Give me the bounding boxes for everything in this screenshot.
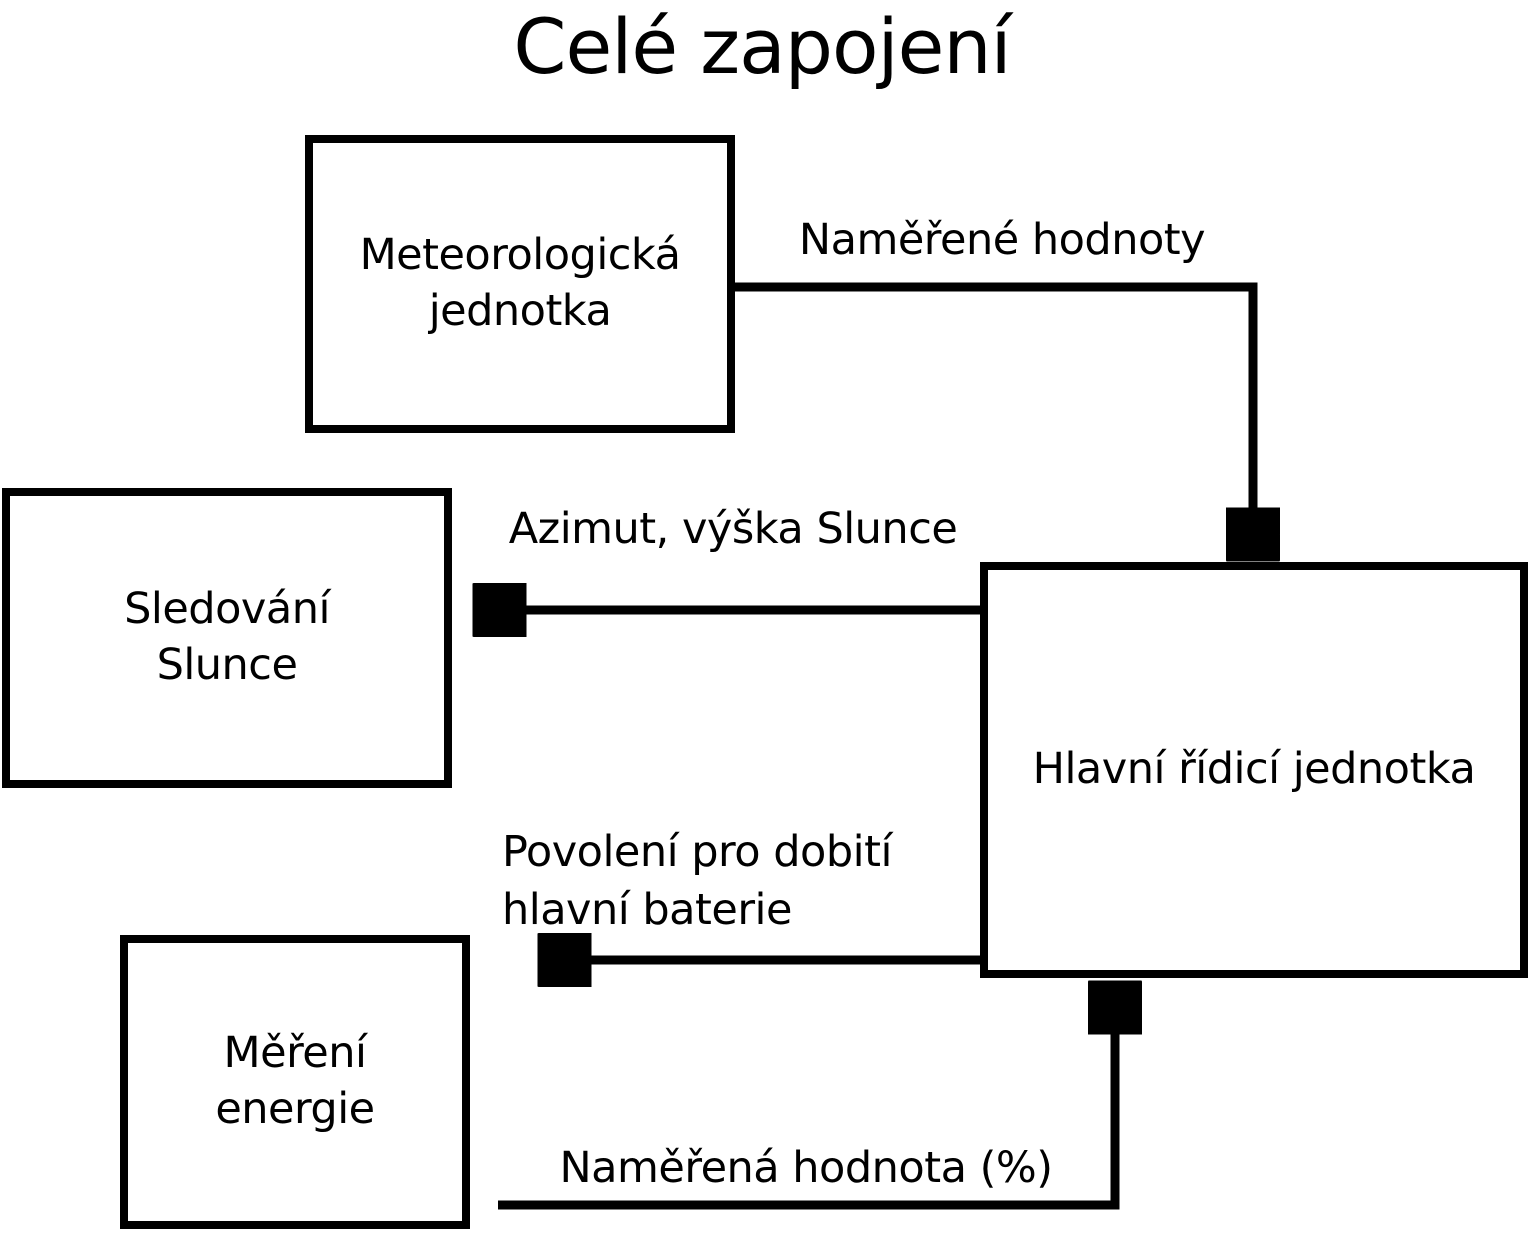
node-label-line: jednotka xyxy=(428,286,612,336)
node-label-line: energie xyxy=(215,1084,375,1134)
diagram-title: Celé zapojení xyxy=(513,2,1011,91)
edge-label-line: Povolení pro dobití xyxy=(502,827,892,877)
edge-label-namerene-hodnoty: Naměřené hodnoty xyxy=(798,215,1206,265)
edge-energy-to-main-connector xyxy=(498,986,1115,1210)
edge-label-povoleni-pro-dobiti: Povolení pro dobití hlavní baterie xyxy=(502,823,892,939)
node-label-line: Měření xyxy=(223,1028,367,1079)
node-label-line: Sledování xyxy=(124,584,330,635)
edge-meteo-to-main-connector xyxy=(735,282,1253,556)
edge-label-namerena-hodnota: Naměřená hodnota (%) xyxy=(559,1143,1053,1193)
edge-label-azimut-vyska-slunce: Azimut, výška Slunce xyxy=(508,504,958,554)
node-meteorologicka-jednotka: Meteorologická jednotka xyxy=(305,135,735,433)
node-label-line: Slunce xyxy=(156,640,298,690)
edge-label-line: hlavní baterie xyxy=(502,885,792,936)
node-hlavni-ridici-jednotka: Hlavní řídicí jednotka xyxy=(980,562,1528,978)
node-sledovani-slunce: Sledování Slunce xyxy=(2,488,452,788)
node-label-line: Meteorologická xyxy=(359,230,681,281)
node-label-line: Hlavní řídicí jednotka xyxy=(1032,744,1476,795)
node-mereni-energie: Měření energie xyxy=(120,935,470,1229)
